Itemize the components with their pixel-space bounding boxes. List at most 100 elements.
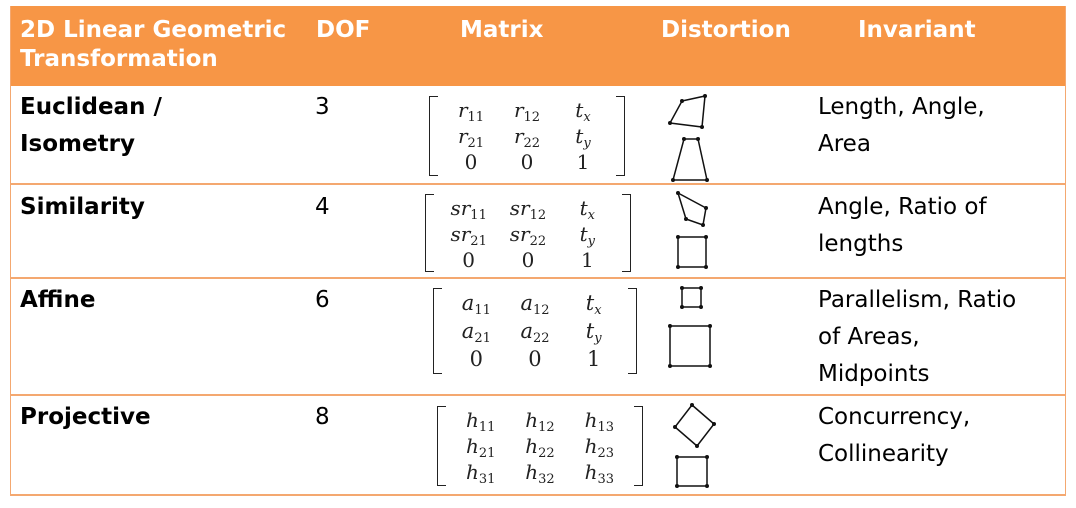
matrix-symbol: sr — [450, 222, 471, 246]
invariant-line: of Areas, — [818, 324, 920, 350]
matrix-symbol: 0 — [520, 150, 534, 174]
table-left-border — [10, 6, 11, 496]
matrix-symbol: h — [584, 408, 598, 432]
distortion-figure — [673, 403, 716, 488]
matrix-subscript: 22 — [529, 234, 547, 249]
distorted-shape — [673, 403, 716, 448]
matrix-cell: r11 — [443, 97, 499, 125]
matrix-subscript: 32 — [538, 472, 555, 487]
matrix-right-bracket — [628, 288, 637, 374]
matrix-cell: h22 — [510, 433, 569, 461]
matrix-subscript: 11 — [474, 303, 491, 318]
matrix-symbol: 1 — [586, 347, 601, 371]
matrix-subscript: 21 — [467, 136, 485, 151]
matrix-cell: h12 — [510, 407, 569, 435]
row-divider — [10, 183, 1066, 185]
matrix-subscript: x — [583, 110, 591, 125]
row-dof: 8 — [315, 404, 330, 430]
matrix-cell: r21 — [443, 123, 499, 151]
table-header: 2D Linear Geometric Transformation DOF M… — [10, 6, 1066, 86]
matrix-symbol: 0 — [521, 248, 535, 272]
matrix-right-bracket — [634, 406, 643, 486]
matrix-subscript: 31 — [478, 472, 496, 487]
matrix-cell: 1 — [555, 149, 611, 175]
invariant-line: Length, Angle, — [818, 94, 985, 120]
header-distortion: Distortion — [661, 17, 791, 43]
original-shape — [677, 236, 707, 268]
header-transformation-line2: Transformation — [20, 46, 218, 72]
matrix-subscript: 12 — [538, 420, 555, 435]
matrix-cell: r12 — [499, 97, 555, 124]
matrix-symbol: t — [585, 291, 595, 315]
matrix-symbol: sr — [509, 222, 530, 246]
matrix-subscript: 12 — [532, 303, 550, 318]
matrix-symbol: a — [520, 291, 533, 315]
invariant-line: Concurrency, — [818, 404, 971, 430]
matrix-cell: tx — [558, 195, 617, 223]
matrix-cell: a22 — [506, 317, 565, 345]
row-dof: 3 — [315, 94, 330, 120]
matrix-cell: sr11 — [439, 195, 498, 222]
matrix-cell: h13 — [570, 407, 629, 434]
original-shape — [669, 325, 711, 367]
header-transformation-line1: 2D Linear Geometric — [20, 17, 287, 43]
matrix-symbol: h — [584, 434, 598, 458]
matrix-left-bracket — [433, 288, 442, 374]
matrix-symbol: h — [525, 434, 539, 458]
matrix-symbol: a — [461, 319, 475, 343]
matrix-symbol: h — [465, 408, 479, 432]
matrix-subscript: x — [587, 208, 596, 223]
invariant-line: Angle, Ratio of — [818, 194, 987, 220]
invariant-line: lengths — [818, 231, 904, 257]
matrix-symbol: t — [575, 98, 584, 122]
row-name-line: Similarity — [20, 194, 145, 220]
matrix-cell: r22 — [499, 123, 555, 150]
row-name: Projective — [20, 399, 151, 436]
distortion-figure — [668, 94, 709, 182]
matrix-subscript: 22 — [538, 446, 555, 461]
matrix-cell: 0 — [443, 149, 499, 175]
matrix-symbol: a — [461, 291, 475, 315]
matrix-subscript: 21 — [470, 234, 487, 249]
matrix-cell: 0 — [447, 345, 506, 373]
matrix-symbol: h — [465, 460, 479, 484]
distorted-shape — [681, 287, 702, 308]
matrix-cell: 0 — [498, 247, 557, 273]
distorted-shape — [676, 191, 707, 227]
matrix-subscript: 11 — [467, 110, 485, 125]
matrix-right-bracket — [622, 194, 631, 272]
matrix-cell: a21 — [447, 317, 506, 345]
matrix-left-bracket — [429, 96, 438, 176]
matrix-left-bracket — [425, 194, 434, 272]
row-invariant: Concurrency, Collinearity — [818, 399, 1063, 473]
matrix-symbol: h — [465, 434, 479, 458]
matrix-cell: tx — [564, 289, 623, 317]
matrix-cell: a11 — [447, 289, 506, 317]
matrix-symbol: h — [584, 460, 598, 484]
row-name: Similarity — [20, 189, 145, 226]
matrix-symbol: t — [575, 124, 584, 148]
row-name: Affine — [20, 282, 95, 319]
matrix-cell: sr22 — [498, 221, 557, 249]
matrix-cell: 0 — [439, 247, 498, 273]
matrix-cell: sr21 — [439, 221, 498, 249]
matrix-subscript: 21 — [474, 331, 491, 346]
row-name: Euclidean / Isometry — [20, 89, 162, 163]
matrix-cell: h23 — [570, 433, 629, 460]
matrix-cell: ty — [558, 221, 617, 248]
matrix-subscript: x — [594, 303, 602, 318]
matrix-symbol: 0 — [462, 248, 476, 272]
matrix-cell: h11 — [451, 407, 510, 434]
matrix-subscript: 22 — [532, 331, 550, 346]
header-invariant: Invariant — [858, 17, 976, 43]
row-invariant: Angle, Ratio of lengths — [818, 189, 1063, 263]
distortion-figure — [668, 286, 712, 368]
row-dof: 4 — [315, 194, 330, 220]
table-bottom-border — [10, 494, 1066, 496]
